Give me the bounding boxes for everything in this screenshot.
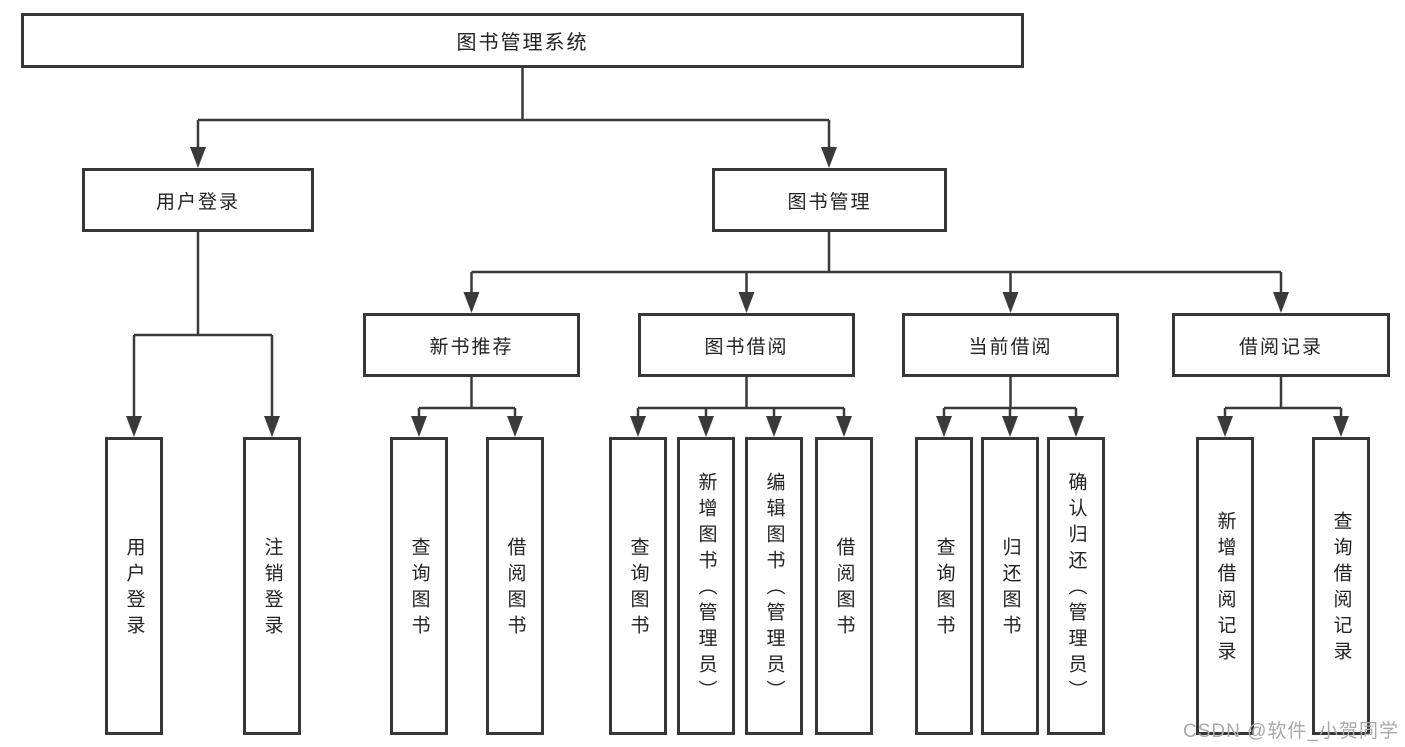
arrow-down-icon	[1002, 292, 1019, 313]
connector-paths	[132, 68, 1343, 420]
arrow-down-icon	[836, 416, 852, 437]
arrow-down-icon	[630, 416, 646, 437]
node-system-root: 图书管理系统	[21, 13, 1024, 68]
node-confirm-return-admin: 确认归还（管理员）	[1047, 437, 1105, 735]
node-add-borrow-record: 新增借阅记录	[1196, 437, 1254, 735]
arrow-down-icon	[738, 292, 755, 313]
node-edit-book-admin: 编辑图书（管理员）	[745, 437, 803, 735]
node-logout: 注销登录	[243, 437, 301, 735]
node-borrow-record: 借阅记录	[1172, 313, 1390, 377]
arrow-down-icon	[190, 147, 206, 168]
arrow-down-icon	[264, 416, 280, 437]
node-borrow-book-2: 借阅图书	[815, 437, 873, 735]
arrow-down-icon	[821, 147, 837, 168]
arrow-down-icon	[1217, 416, 1233, 437]
arrow-down-icon	[507, 416, 523, 437]
arrow-down-icon	[1333, 416, 1349, 437]
arrowhead-icons	[126, 147, 1349, 437]
arrow-down-icon	[126, 416, 142, 437]
arrow-down-icon	[1273, 292, 1289, 313]
node-user-login: 用户登录	[105, 437, 163, 735]
arrow-down-icon	[1068, 416, 1084, 437]
arrow-down-icon	[766, 416, 782, 437]
node-query-book-2: 查询图书	[609, 437, 667, 735]
arrow-down-icon	[1002, 416, 1018, 437]
node-new-book-recommend: 新书推荐	[363, 313, 580, 377]
node-book-management-module: 图书管理	[712, 168, 947, 232]
node-current-borrow: 当前借阅	[902, 313, 1119, 377]
node-query-book-1: 查询图书	[390, 437, 448, 735]
node-return-book: 归还图书	[981, 437, 1039, 735]
node-query-book-3: 查询图书	[915, 437, 973, 735]
node-query-borrow-record: 查询借阅记录	[1312, 437, 1370, 735]
node-user-login-module: 用户登录	[82, 168, 314, 232]
node-book-borrow: 图书借阅	[638, 313, 855, 377]
node-add-book-admin: 新增图书（管理员）	[677, 437, 735, 735]
arrow-down-icon	[698, 416, 714, 437]
node-borrow-book-1: 借阅图书	[486, 437, 544, 735]
arrow-down-icon	[463, 292, 480, 313]
csdn-watermark: CSDN @软件_小贺同学	[1183, 721, 1399, 742]
arrow-down-icon	[936, 416, 952, 437]
arrow-down-icon	[411, 416, 427, 437]
